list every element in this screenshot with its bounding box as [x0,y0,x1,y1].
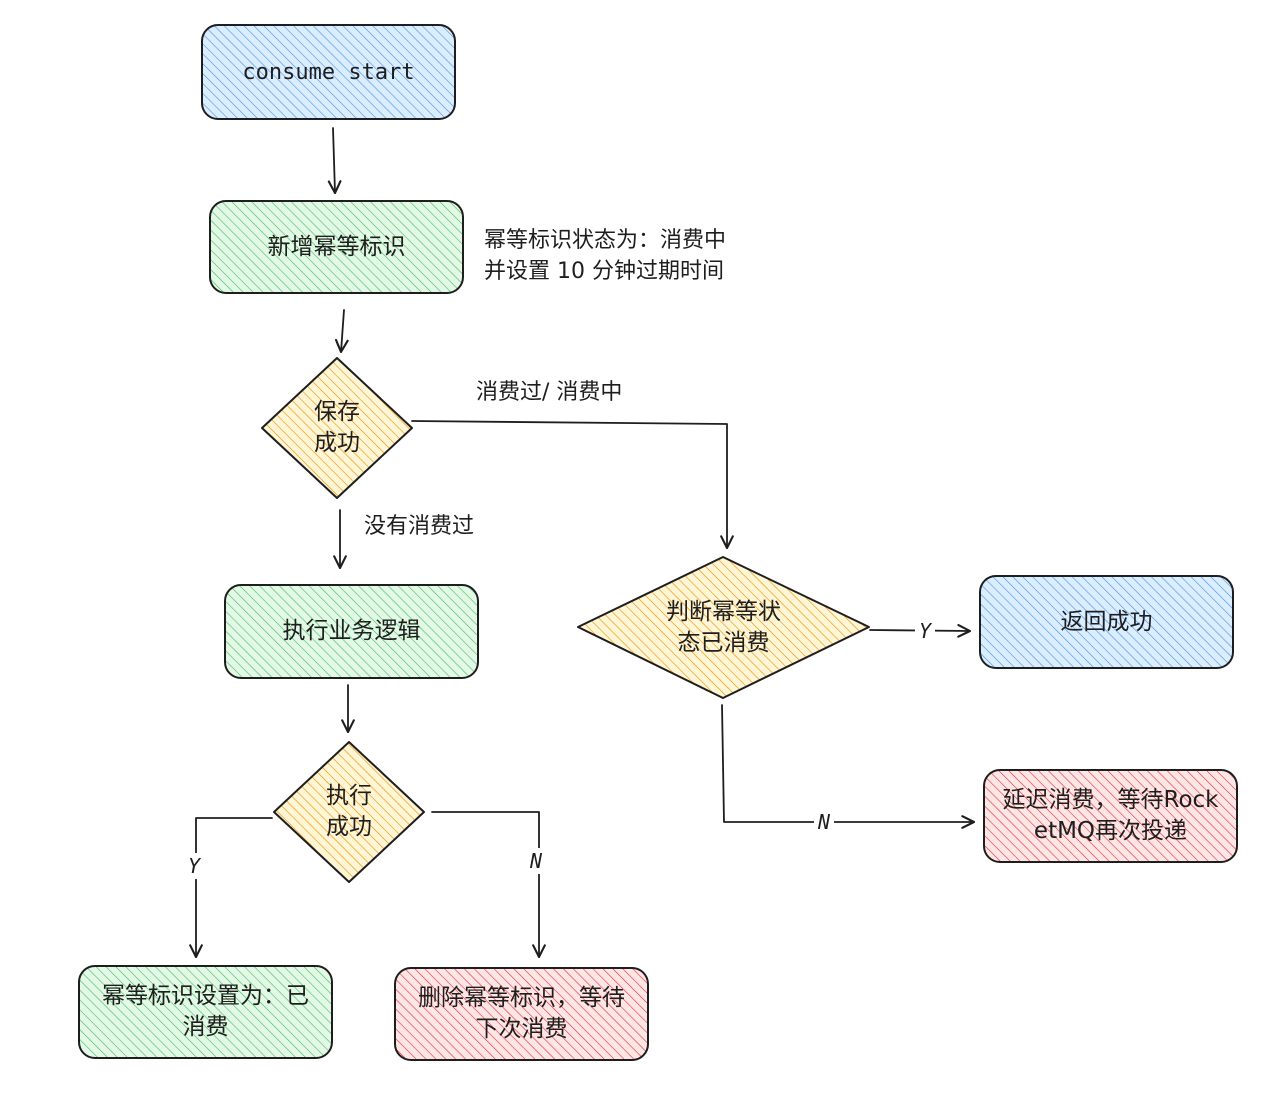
edge-label-not-consumed: 没有消费过 [360,514,479,540]
edge-start-to-add [327,127,342,195]
node-check-status-shape [577,556,870,699]
node-delay-consume-shape [983,769,1238,863]
edge-label-exec-yes: Y [184,853,205,879]
node-start-shape [201,24,456,120]
node-add-key-shape [209,200,464,294]
node-exec-ok-shape [273,741,425,883]
node-execute-shape [224,584,479,679]
add-key-note: 幂等标识状态为：消费中 并设置 10 分钟过期时间 [484,228,727,284]
edge-label-check-no: N [814,809,835,835]
edge-save-to-check [411,420,734,550]
edge-exec-ok-yes [189,817,273,959]
edge-label-check-yes: Y [915,618,936,644]
edge-add-to-save [334,309,349,354]
edge-exec-ok-no [431,811,546,959]
node-save-ok-shape [261,357,413,499]
edge-label-consumed-or-consuming: 消费过/ 消费中 [472,380,627,406]
edge-check-no [721,704,976,829]
node-return-success-shape [979,575,1234,669]
node-set-consumed-shape [78,965,333,1059]
edge-label-exec-no: N [526,848,547,874]
node-delete-key-shape [394,967,649,1061]
